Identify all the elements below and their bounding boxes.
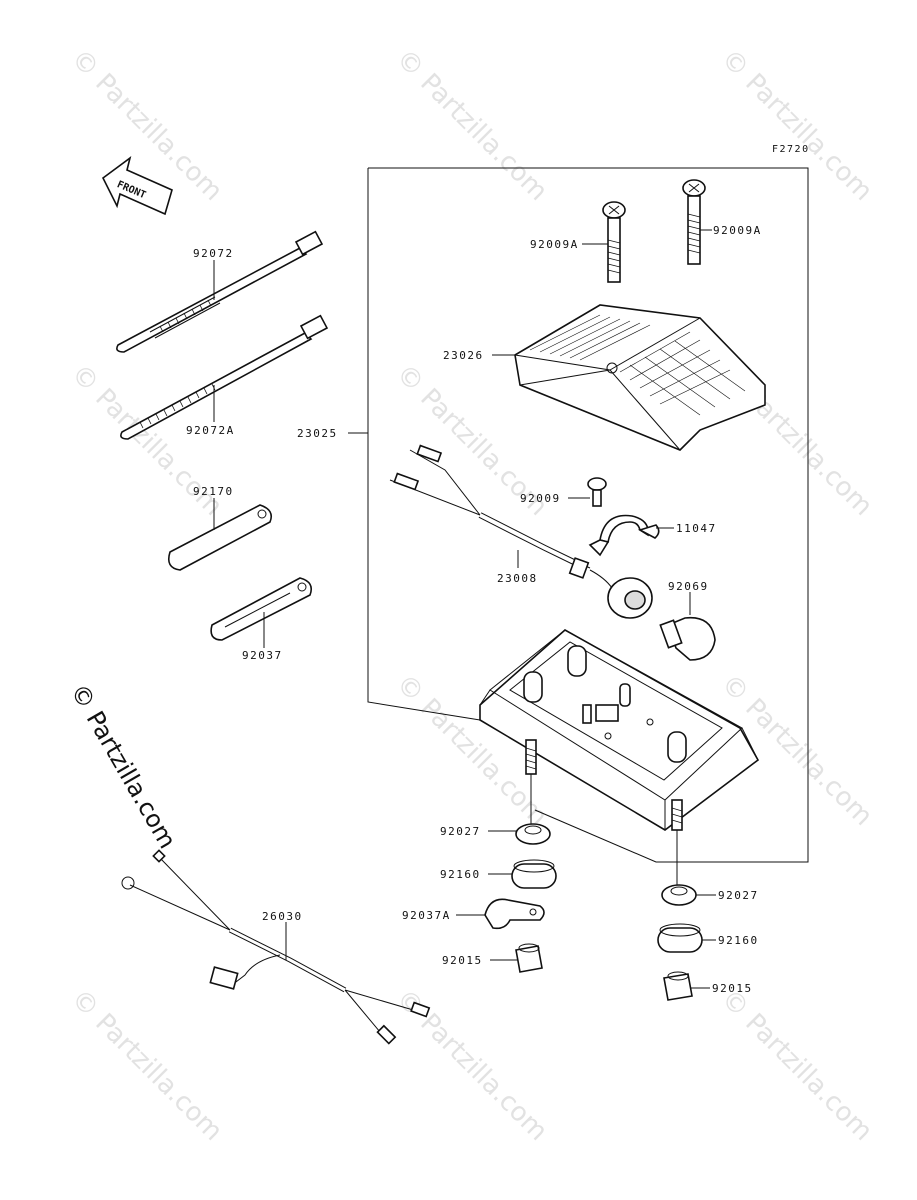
screw-92009A-right (682, 179, 706, 265)
label-11047: 11047 (676, 522, 717, 535)
label-92015-right: 92015 (712, 982, 753, 995)
watermark: © Partzilla.com (715, 44, 878, 207)
label-92009A-left: 92009A (530, 238, 579, 251)
label-92009A-right: 92009A (713, 224, 762, 237)
grommet-92160-right (657, 923, 703, 953)
nut-92015-right (663, 971, 693, 1001)
clamp-92170 (167, 504, 273, 571)
side-copyright: © Partzilla.com (65, 679, 182, 853)
label-92072: 92072 (193, 247, 234, 260)
wire-harness-26030 (121, 849, 431, 1045)
label-23026: 23026 (443, 349, 484, 362)
watermark: © Partzilla.com (65, 984, 228, 1147)
part-labels: 92072 92072A 92170 92037 23025 92009A 92… (186, 224, 762, 995)
label-92170: 92170 (193, 485, 234, 498)
base-housing (479, 629, 760, 885)
socket-harness-23008 (389, 444, 653, 619)
front-arrow-icon: FRONT (101, 156, 173, 216)
label-92027-right: 92027 (718, 889, 759, 902)
clamp-11047 (588, 514, 660, 557)
bulb-92069 (659, 616, 716, 661)
leader-lines (213, 229, 716, 989)
label-92009: 92009 (520, 492, 561, 505)
grommet-92027-left (515, 823, 551, 845)
clamp-92037 (210, 577, 313, 641)
label-92037: 92037 (242, 649, 283, 662)
watermark: © Partzilla.com (390, 44, 553, 207)
label-92160-right: 92160 (718, 934, 759, 947)
screw-92009A-left (602, 201, 626, 283)
screw-92009 (587, 477, 607, 507)
grommet-92160-left (511, 859, 557, 889)
label-92037A: 92037A (402, 909, 451, 922)
assembly-outline (367, 167, 809, 863)
nut-92015-left (515, 943, 543, 973)
figure-code: F2720 (772, 144, 810, 155)
label-92072A: 92072A (186, 424, 235, 437)
label-92160-left: 92160 (440, 868, 481, 881)
watermark: © Partzilla.com (715, 984, 878, 1147)
label-23025: 23025 (297, 427, 338, 440)
lens-cover-23026 (514, 304, 766, 451)
label-23008: 23008 (497, 572, 538, 585)
clamp-92037A (484, 898, 545, 930)
label-92027-left: 92027 (440, 825, 481, 838)
cable-tie-92072A (120, 314, 329, 440)
grommet-92027-right (661, 884, 697, 906)
label-26030: 26030 (262, 910, 303, 923)
label-92069: 92069 (668, 580, 709, 593)
watermark-layer: © Partzilla.com © Partzilla.com © Partzi… (65, 44, 878, 1147)
cable-tie-92072 (116, 230, 324, 353)
label-92015-left: 92015 (442, 954, 483, 967)
